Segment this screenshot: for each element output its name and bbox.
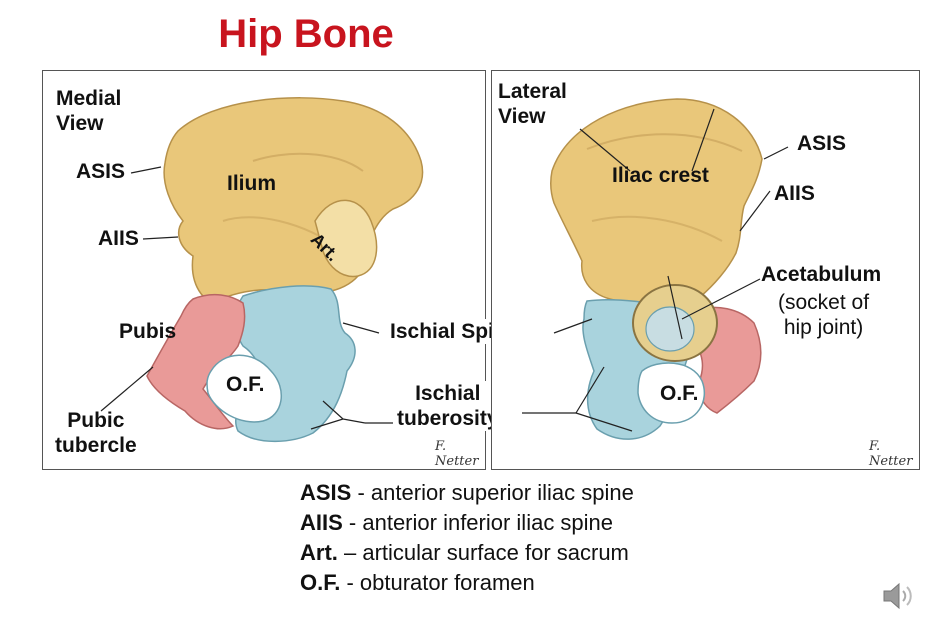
medial-view-title-line2: View — [56, 111, 121, 136]
medial-asis-label: ASIS — [76, 159, 125, 184]
legend-row-aiis: AIIS - anterior inferior iliac spine — [300, 508, 634, 538]
acetabulum-note-line2: hip joint) — [778, 315, 869, 340]
legend-row-of: O.F. - obturator foramen — [300, 568, 634, 598]
lateral-of-label: O.F. — [660, 381, 699, 406]
legend-sep: - — [351, 480, 371, 505]
legend-row-art: Art. – articular surface for sacrum — [300, 538, 634, 568]
pubis-label: Pubis — [119, 319, 176, 344]
netter-signature-lateral: F. Netter — [869, 439, 919, 469]
lateral-view-title: Lateral View — [498, 79, 567, 129]
legend-abbr: ASIS — [300, 480, 351, 505]
legend-text: anterior inferior iliac spine — [362, 510, 613, 535]
legend-abbr: AIIS — [300, 510, 343, 535]
page-title: Hip Bone — [0, 12, 612, 57]
ischial-tuberosity-line2: tuberosity — [397, 406, 499, 431]
legend-abbr: Art. — [300, 540, 338, 565]
medial-view-title: Medial View — [56, 86, 121, 136]
legend-text: obturator foramen — [360, 570, 535, 595]
ischial-tuberosity-line1: Ischial — [397, 381, 499, 406]
lateral-view-title-line1: Lateral — [498, 79, 567, 104]
legend-sep: – — [338, 540, 362, 565]
pubic-tubercle-label: Pubic tubercle — [55, 408, 137, 458]
netter-signature: F. Netter — [435, 439, 485, 469]
legend-sep: - — [343, 510, 363, 535]
medial-aiis-label: AIIS — [98, 226, 139, 251]
legend-abbr: O.F. — [300, 570, 340, 595]
speaker-icon[interactable] — [880, 580, 916, 617]
acetabulum-note: (socket of hip joint) — [778, 290, 869, 340]
pubic-tubercle-line1: Pubic — [55, 408, 137, 433]
ischial-tuberosity-label: Ischial tuberosity — [397, 381, 499, 431]
lateral-asis-label: ASIS — [797, 131, 846, 156]
legend-sep: - — [340, 570, 360, 595]
medial-of-label: O.F. — [226, 372, 265, 397]
lateral-view-title-line2: View — [498, 104, 567, 129]
acetabulum-note-line1: (socket of — [778, 290, 869, 315]
legend-text: anterior superior iliac spine — [371, 480, 634, 505]
medial-view-title-line1: Medial — [56, 86, 121, 111]
iliac-crest-label: Iliac crest — [612, 163, 709, 188]
lateral-view-panel: Lateral View Iliac crest ASIS AIIS Aceta… — [491, 70, 920, 470]
legend-text: articular surface for sacrum — [362, 540, 629, 565]
abbreviation-legend: ASIS - anterior superior iliac spine AII… — [300, 478, 634, 598]
lateral-aiis-label: AIIS — [774, 181, 815, 206]
acetabulum-label: Acetabulum — [761, 262, 881, 287]
ilium-label: Ilium — [227, 171, 276, 196]
legend-row-asis: ASIS - anterior superior iliac spine — [300, 478, 634, 508]
pubic-tubercle-line2: tubercle — [55, 433, 137, 458]
